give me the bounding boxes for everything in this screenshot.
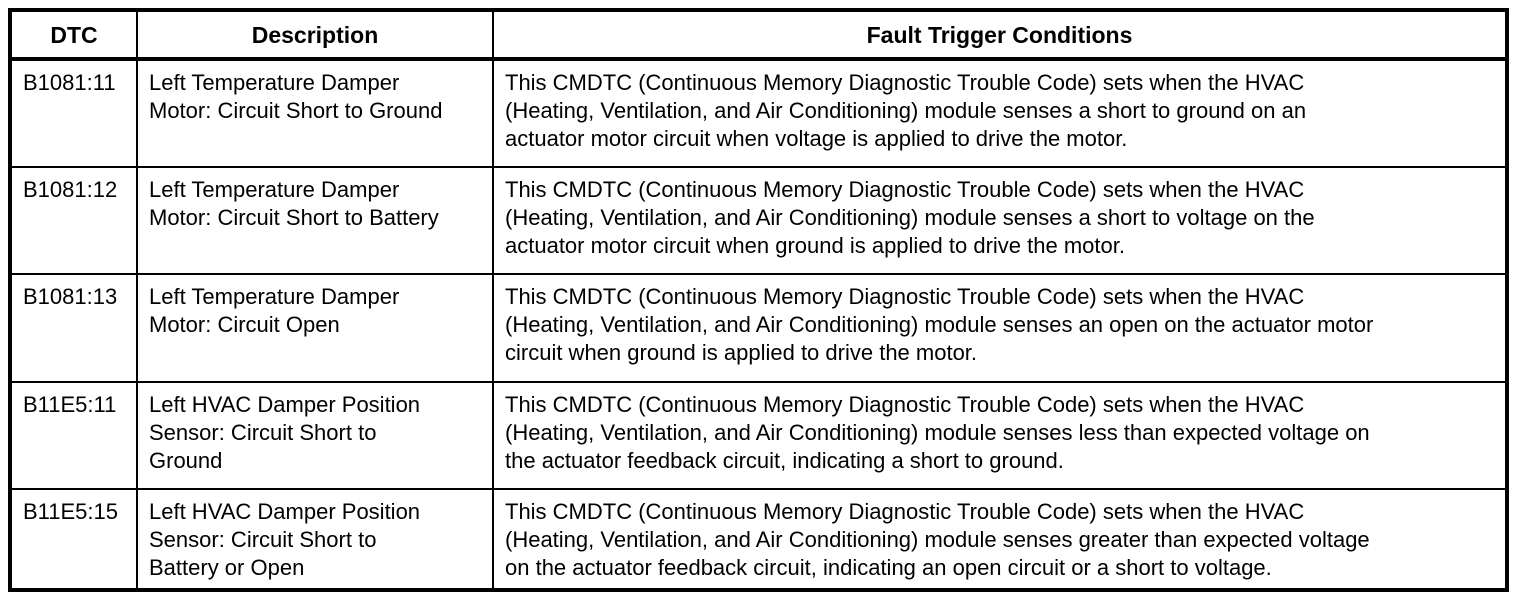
dtc-cell: B1081:13: [9, 273, 138, 383]
conditions-cell: This CMDTC (Continuous Memory Diagnostic…: [492, 165, 1508, 276]
table-row: B11E5:15 Left HVAC Damper Position Senso…: [9, 488, 1508, 591]
description-cell: Left Temperature Damper Motor: Circuit O…: [136, 273, 494, 383]
column-header-fault-trigger-conditions: Fault Trigger Conditions: [492, 9, 1508, 61]
column-header-description: Description: [136, 9, 494, 61]
table-row: B1081:11 Left Temperature Damper Motor: …: [9, 58, 1508, 168]
conditions-cell: This CMDTC (Continuous Memory Diagnostic…: [492, 273, 1508, 383]
conditions-cell: This CMDTC (Continuous Memory Diagnostic…: [492, 58, 1508, 168]
description-cell: Left Temperature Damper Motor: Circuit S…: [136, 58, 494, 168]
dtc-cell: B11E5:11: [9, 380, 138, 491]
table-header-row: DTC Description Fault Trigger Conditions: [9, 9, 1508, 61]
dtc-cell: B11E5:15: [9, 488, 138, 591]
column-header-dtc: DTC: [9, 9, 138, 61]
conditions-cell: This CMDTC (Continuous Memory Diagnostic…: [492, 380, 1508, 491]
table-row: B11E5:11 Left HVAC Damper Position Senso…: [9, 380, 1508, 491]
description-cell: Left HVAC Damper Position Sensor: Circui…: [136, 380, 494, 491]
description-cell: Left HVAC Damper Position Sensor: Circui…: [136, 488, 494, 591]
table-row: B1081:12 Left Temperature Damper Motor: …: [9, 165, 1508, 276]
dtc-cell: B1081:11: [9, 58, 138, 168]
dtc-cell: B1081:12: [9, 165, 138, 276]
description-cell: Left Temperature Damper Motor: Circuit S…: [136, 165, 494, 276]
table-row: B1081:13 Left Temperature Damper Motor: …: [9, 273, 1508, 383]
conditions-cell: This CMDTC (Continuous Memory Diagnostic…: [492, 488, 1508, 591]
dtc-fault-table: DTC Description Fault Trigger Conditions…: [8, 8, 1509, 592]
